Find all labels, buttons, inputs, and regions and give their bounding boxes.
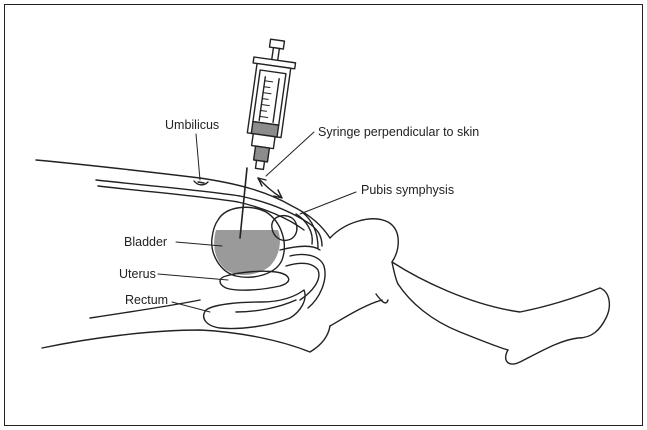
label-rectum: Rectum bbox=[125, 294, 168, 307]
label-umbilicus: Umbilicus bbox=[165, 119, 219, 132]
leader-umbilicus bbox=[196, 134, 200, 180]
label-uterus: Uterus bbox=[119, 268, 156, 281]
pubic-bone bbox=[272, 216, 297, 241]
buttock-outline bbox=[42, 326, 330, 352]
label-syringe: Syringe perpendicular to skin bbox=[318, 126, 479, 139]
label-pubis: Pubis symphysis bbox=[361, 184, 454, 197]
label-bladder: Bladder bbox=[124, 236, 167, 249]
leader-uterus bbox=[158, 274, 228, 280]
bladder-fill bbox=[214, 230, 280, 275]
thigh-upper bbox=[330, 219, 600, 312]
leader-pubis bbox=[300, 192, 356, 214]
syringe bbox=[239, 37, 299, 172]
foot bbox=[506, 288, 610, 364]
leader-rectum bbox=[172, 302, 210, 312]
rectum bbox=[204, 290, 305, 329]
abdomen-outline bbox=[36, 160, 330, 238]
